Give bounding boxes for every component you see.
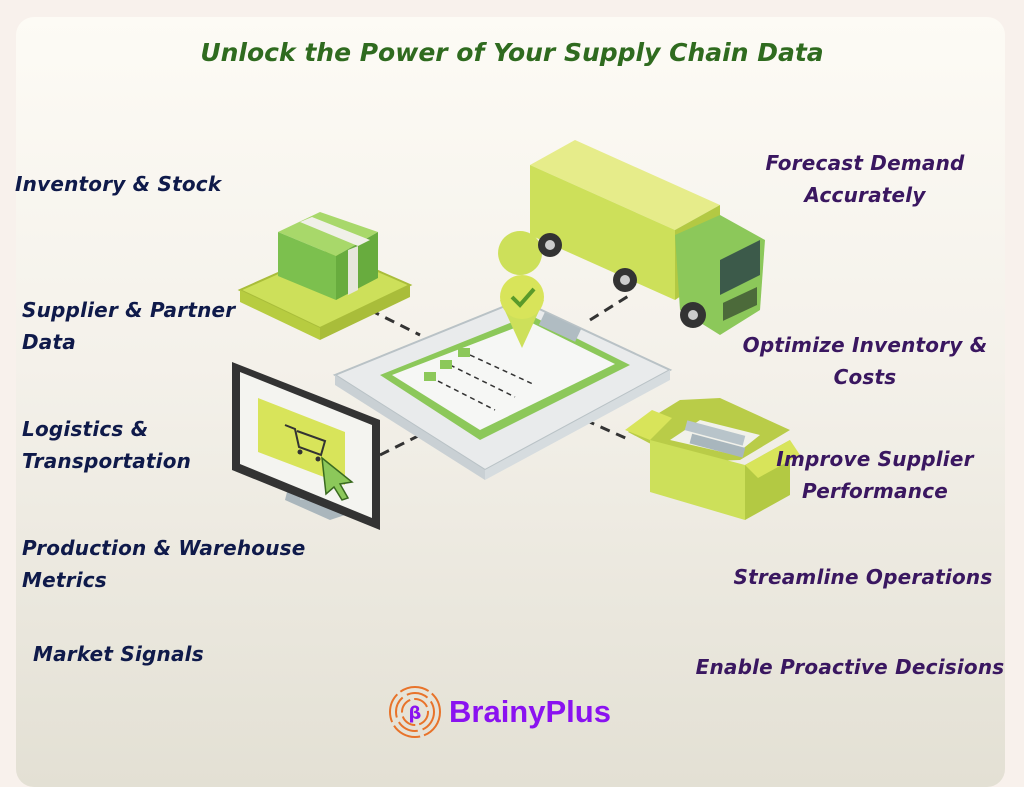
label-line: Optimize Inventory &: [742, 333, 988, 357]
label-line: Streamline Operations: [733, 565, 993, 589]
label-line: Metrics: [22, 568, 107, 592]
connector-lines: [369, 293, 631, 457]
svg-text:β: β: [409, 703, 422, 724]
brand-name: BrainyPlus: [449, 694, 611, 729]
label-line: Forecast Demand: [765, 151, 965, 175]
monitor-cart-icon: [232, 362, 380, 530]
benefit-streamline-operations: Streamline Operations: [718, 561, 1008, 593]
label-line: Costs: [833, 365, 897, 389]
pallet-box-icon: [237, 212, 413, 340]
label-line: Logistics &: [22, 417, 149, 441]
benefit-optimize-inventory: Optimize Inventory & Costs: [720, 329, 1010, 393]
truck-icon: [530, 140, 765, 335]
clipboard-icon: [332, 231, 673, 480]
brainyplus-logo-icon: β: [389, 686, 441, 738]
label-line: Inventory & Stock: [15, 172, 222, 196]
label-line: Supplier & Partner: [22, 298, 236, 322]
label-line: Market Signals: [33, 642, 204, 666]
label-line: Enable Proactive Decisions: [695, 655, 1005, 679]
source-inventory-stock: Inventory & Stock: [15, 168, 221, 200]
label-line: Accurately: [804, 183, 926, 207]
label-line: Transportation: [22, 449, 192, 473]
page-title: Unlock the Power of Your Supply Chain Da…: [200, 38, 824, 67]
label-line: Production & Warehouse: [22, 536, 306, 560]
source-market-signals: Market Signals: [33, 638, 204, 670]
label-line: Data: [22, 330, 76, 354]
label-line: Improve Supplier: [776, 447, 974, 471]
supply-chain-illustration: [232, 140, 800, 530]
open-box-icon: [625, 398, 800, 520]
source-logistics: Logistics & Transportation: [22, 413, 191, 477]
benefit-proactive-decisions: Enable Proactive Decisions: [680, 651, 1020, 683]
brand-logo: β BrainyPlus: [387, 684, 611, 740]
label-line: Performance: [801, 479, 949, 503]
